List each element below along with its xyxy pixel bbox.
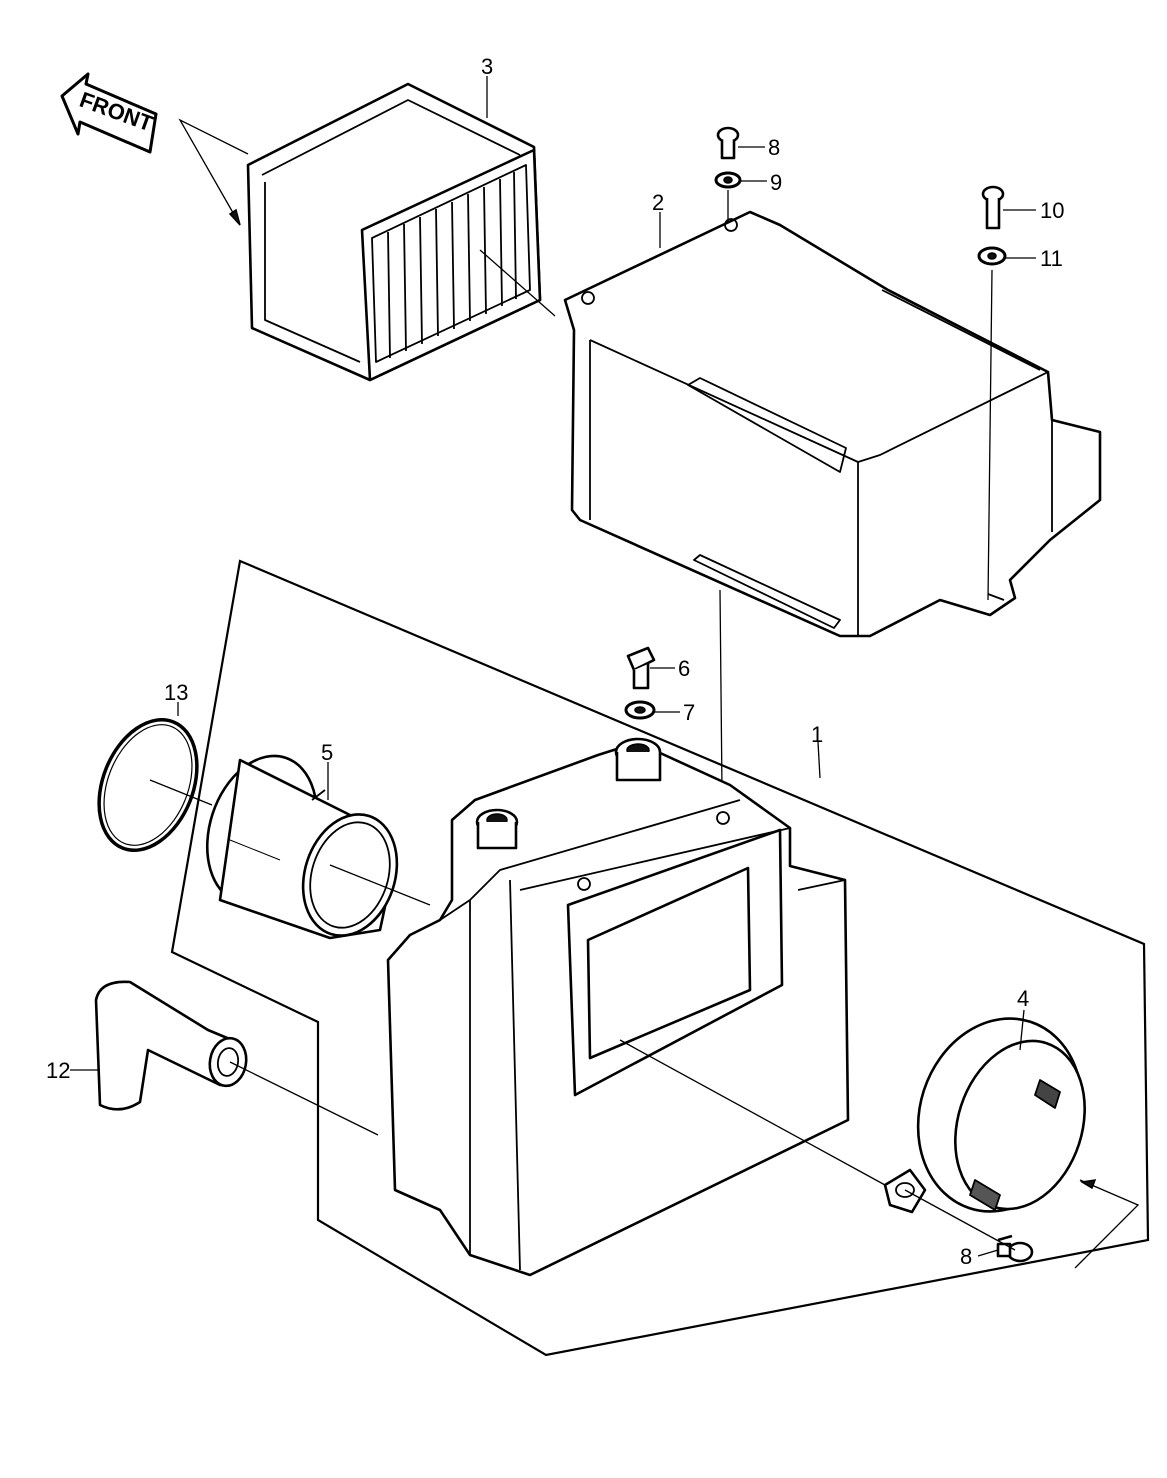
callout-10: 10 — [1040, 198, 1064, 223]
callout-8-bottom: 8 — [960, 1244, 972, 1269]
cap-pointer-lines — [1074, 1179, 1140, 1269]
callout-8-top: 8 — [768, 135, 780, 160]
air-cleaner-cover — [563, 210, 1102, 638]
callout-4: 4 — [1017, 986, 1029, 1011]
screw-10-icon — [981, 185, 1005, 230]
intake-duct — [205, 754, 399, 940]
callout-11: 11 — [1040, 246, 1063, 271]
callout-labels: 3 2 8 9 10 11 6 7 1 4 5 13 12 8 — [46, 54, 1064, 1269]
screw-8-bottom-icon — [996, 1234, 1034, 1263]
callout-5: 5 — [321, 740, 333, 765]
callout-leaders — [70, 76, 1036, 1257]
callout-9: 9 — [770, 170, 782, 195]
front-pointer-lines — [178, 118, 249, 226]
callout-2: 2 — [652, 190, 664, 215]
breather-hose — [94, 980, 248, 1111]
bolt-6-icon — [626, 646, 656, 690]
callout-7: 7 — [683, 700, 695, 725]
assembly-bracket — [170, 559, 1150, 1357]
callout-6: 6 — [678, 656, 690, 681]
front-arrow-icon: FRONT — [60, 72, 158, 154]
callout-13: 13 — [164, 680, 188, 705]
callout-12: 12 — [46, 1058, 70, 1083]
callout-3: 3 — [481, 54, 493, 79]
washer-9-icon — [714, 171, 742, 189]
filter-pleats — [387, 171, 517, 359]
washer-7-icon — [624, 700, 656, 720]
air-cleaner-housing — [386, 737, 850, 1277]
inlet-cap — [883, 1017, 1086, 1214]
washer-11-icon — [977, 246, 1007, 266]
callout-1: 1 — [811, 722, 823, 747]
air-filter-element — [246, 82, 542, 382]
clamp-ring — [97, 717, 199, 853]
screw-8-top-icon — [716, 126, 740, 160]
